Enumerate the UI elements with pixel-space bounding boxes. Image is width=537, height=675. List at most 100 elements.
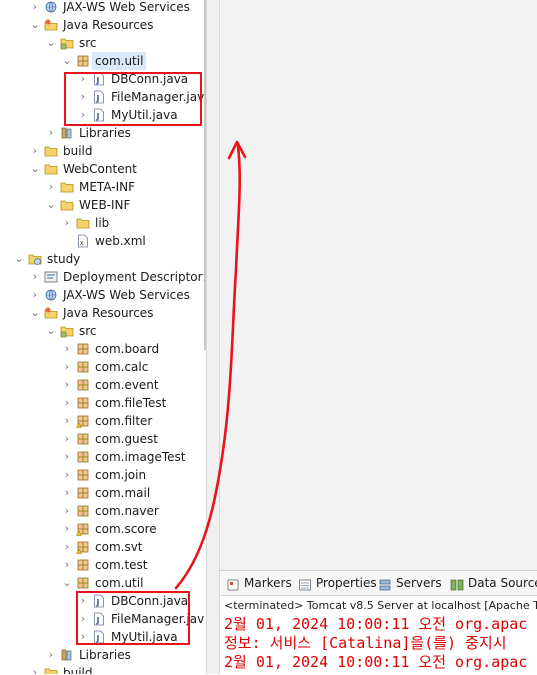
- collapsed-arrow-icon[interactable]: ›: [64, 540, 70, 553]
- tree-item[interactable]: ›build: [0, 664, 204, 674]
- collapsed-arrow-icon[interactable]: ›: [48, 180, 54, 193]
- collapsed-arrow-icon[interactable]: ›: [80, 72, 86, 85]
- expanded-arrow-icon[interactable]: ⌄: [62, 576, 72, 589]
- package-icon: [76, 396, 90, 410]
- tree-item-label: FileManager.java: [111, 90, 204, 104]
- tree-item[interactable]: ⌄ Java Resources: [0, 16, 204, 34]
- project-icon: [28, 252, 42, 266]
- tree-item[interactable]: ›com.score: [0, 520, 204, 538]
- tree-item[interactable]: › com.fileTest: [0, 394, 204, 412]
- tree-item-label: FileManager.java: [111, 612, 204, 626]
- package-err-icon: [76, 540, 90, 554]
- collapsed-arrow-icon[interactable]: ›: [64, 486, 70, 499]
- collapsed-arrow-icon[interactable]: ›: [80, 630, 86, 643]
- tree-item[interactable]: ›lib: [0, 214, 204, 232]
- tree-item[interactable]: ›com.calc: [0, 358, 204, 376]
- tree-item[interactable]: ›com.mail: [0, 484, 204, 502]
- tree-item[interactable]: ⌄ com.util: [0, 52, 204, 70]
- sash-divider[interactable]: [206, 0, 220, 674]
- properties-icon: [298, 576, 312, 591]
- tree-item[interactable]: ›Libraries: [0, 646, 204, 664]
- tree-item-label: src: [79, 324, 97, 338]
- collapsed-arrow-icon[interactable]: ›: [64, 396, 70, 409]
- collapsed-arrow-icon[interactable]: ›: [32, 666, 38, 674]
- svg-text:x: x: [80, 239, 84, 247]
- collapsed-arrow-icon[interactable]: ›: [64, 504, 70, 517]
- folder-icon: [76, 216, 90, 230]
- tree-item[interactable]: ›com.svt: [0, 538, 204, 556]
- collapsed-arrow-icon[interactable]: ›: [48, 648, 54, 661]
- tree-item[interactable]: ›com.imageTest: [0, 448, 204, 466]
- tree-item[interactable]: ⌄src: [0, 34, 204, 52]
- tree-item[interactable]: ⌄study: [0, 250, 204, 268]
- expanded-arrow-icon[interactable]: ⌄: [46, 36, 56, 49]
- collapsed-arrow-icon[interactable]: ›: [64, 360, 70, 373]
- collapsed-arrow-icon[interactable]: ›: [32, 288, 38, 301]
- tree-item[interactable]: ›com.event: [0, 376, 204, 394]
- tree-item-label: com.fileTest: [95, 396, 167, 410]
- tree-item-label: com.join: [95, 468, 147, 482]
- expanded-arrow-icon[interactable]: ⌄: [30, 162, 40, 175]
- jaxws-icon: [44, 288, 58, 302]
- jaxws-icon: [44, 0, 58, 14]
- collapsed-arrow-icon[interactable]: ›: [64, 468, 70, 481]
- collapsed-arrow-icon[interactable]: ›: [32, 144, 38, 157]
- tree-item[interactable]: › build: [0, 142, 204, 160]
- collapsed-arrow-icon[interactable]: ›: [64, 522, 70, 535]
- collapsed-arrow-icon[interactable]: ›: [80, 594, 86, 607]
- collapsed-arrow-icon[interactable]: ›: [64, 558, 70, 571]
- expanded-arrow-icon[interactable]: ⌄: [30, 18, 40, 31]
- package-icon: [76, 54, 90, 68]
- tree-item[interactable]: ⌄ src: [0, 322, 204, 340]
- collapsed-arrow-icon[interactable]: ›: [64, 342, 70, 355]
- collapsed-arrow-icon[interactable]: ›: [64, 450, 70, 463]
- tree-item[interactable]: ›com.guest: [0, 430, 204, 448]
- expanded-arrow-icon[interactable]: ⌄: [46, 324, 56, 337]
- expanded-arrow-icon[interactable]: ⌄: [46, 198, 56, 211]
- package-icon: [76, 342, 90, 356]
- tree-item[interactable]: ›JAX-WS Web Services: [0, 286, 204, 304]
- tree-item[interactable]: ›com.test: [0, 556, 204, 574]
- tree-item-label: Java Resources: [63, 18, 154, 32]
- srcfolder-icon: [60, 324, 74, 338]
- tree-item-label: com.filter: [95, 414, 153, 428]
- collapsed-arrow-icon[interactable]: ›: [64, 432, 70, 445]
- tree-item[interactable]: ›Deployment Descriptor: stu: [0, 268, 204, 286]
- collapsed-arrow-icon[interactable]: ›: [32, 270, 38, 283]
- tree-item[interactable]: › com.filter: [0, 412, 204, 430]
- tree-item[interactable]: ›Libraries: [0, 124, 204, 142]
- tree-item[interactable]: › com.join: [0, 466, 204, 484]
- collapsed-arrow-icon[interactable]: ›: [80, 612, 86, 625]
- collapsed-arrow-icon[interactable]: ›: [48, 126, 54, 139]
- expanded-arrow-icon[interactable]: ⌄: [30, 306, 40, 319]
- collapsed-arrow-icon[interactable]: ›: [64, 378, 70, 391]
- tree-item[interactable]: ›com.naver: [0, 502, 204, 520]
- collapsed-arrow-icon[interactable]: ›: [64, 414, 70, 427]
- tree-item[interactable]: ⌄com.util: [0, 574, 204, 592]
- tree-item[interactable]: ⌄WebContent: [0, 160, 204, 178]
- tree-item[interactable]: › JAX-WS Web Services: [0, 0, 204, 16]
- collapsed-arrow-icon[interactable]: ›: [80, 90, 86, 103]
- tree-item[interactable]: ›META-INF: [0, 178, 204, 196]
- tree-item[interactable]: ⌄WEB-INF: [0, 196, 204, 214]
- tree-item[interactable]: ⌄Java Resources: [0, 304, 204, 322]
- expanded-arrow-icon[interactable]: ⌄: [14, 252, 24, 265]
- tree-item-label: build: [63, 144, 93, 158]
- javafile-icon: J: [92, 72, 106, 86]
- collapsed-arrow-icon[interactable]: ›: [32, 0, 38, 13]
- tree-item-label: JAX-WS Web Services: [63, 0, 190, 14]
- expanded-arrow-icon[interactable]: ⌄: [62, 54, 72, 67]
- collapsed-arrow-icon[interactable]: ›: [80, 108, 86, 121]
- tree-item-label: com.util: [92, 52, 147, 70]
- tree-item[interactable]: ›com.board: [0, 340, 204, 358]
- collapsed-arrow-icon[interactable]: ›: [64, 216, 70, 229]
